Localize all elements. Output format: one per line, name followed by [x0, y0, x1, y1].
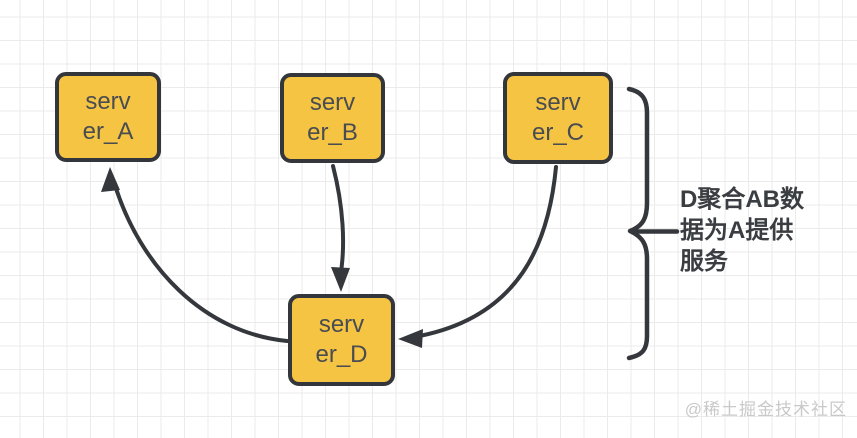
summary-annotation: D聚合AB数 据为A提供 服务 [680, 184, 840, 277]
node-label-line: serv [318, 311, 365, 338]
node-label-line: er_B [307, 119, 358, 146]
node-label-line: er_A [82, 118, 134, 145]
node-label-line: serv [85, 88, 131, 115]
summary-brace [626, 86, 650, 361]
node-label-line: er_C [531, 119, 585, 146]
summary-line: D聚合AB数 [680, 186, 804, 213]
node-label-line: serv [535, 89, 581, 116]
node-server-d: serv er_D [288, 294, 395, 386]
arrowhead-b-to-d-icon [331, 267, 350, 292]
summary-line: 据为A提供 [680, 217, 794, 244]
watermark: @稀土掘金技术社区 [684, 400, 847, 419]
node-server-b: serv er_B [280, 73, 385, 163]
summary-line: 服务 [680, 248, 728, 275]
edge-d-to-a [112, 180, 289, 343]
node-server-a: serv er_A [55, 72, 161, 162]
node-label-line: er_D [315, 341, 368, 368]
arrowhead-c-to-d-icon [398, 329, 423, 348]
node-server-c: serv er_C [503, 72, 613, 164]
edge-c-to-d [412, 165, 558, 339]
edge-b-to-d [331, 164, 346, 280]
arrowhead-d-to-a-icon [101, 167, 120, 192]
node-label-line: serv [309, 89, 356, 116]
